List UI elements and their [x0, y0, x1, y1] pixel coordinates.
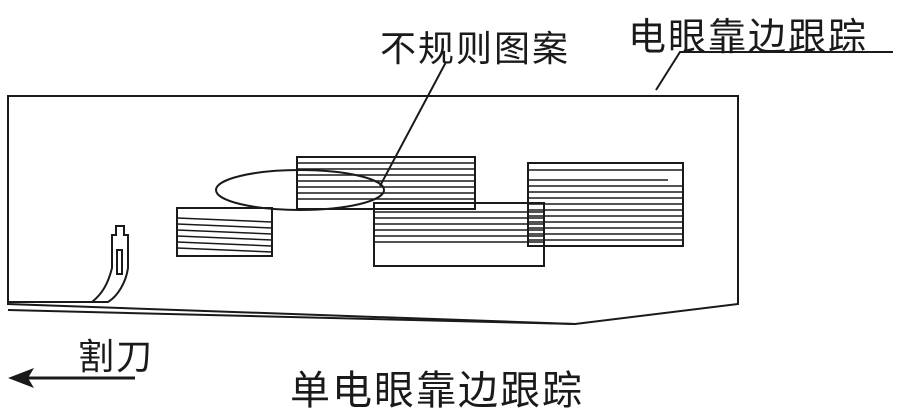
cutter-slot [116, 249, 123, 275]
edge-tracking-label: 电眼靠边跟踪 [628, 15, 869, 59]
sheet-outline [7, 95, 739, 326]
sheet-bottom-edge [7, 309, 576, 325]
irregular-pattern-label: 不规则图案 [380, 29, 571, 70]
cutter-label: 割刀 [78, 337, 155, 378]
pattern-label-leader [379, 61, 447, 187]
edge-label-leader [655, 51, 893, 91]
pattern-block-bottom-lines [374, 211, 544, 243]
pattern-block-left-lines [176, 217, 273, 253]
irregular-pattern-ellipse [215, 169, 385, 211]
pattern-block-right-lines [528, 169, 683, 241]
single-eye-edge-tracking-label: 单电眼靠边跟踪 [290, 368, 584, 414]
pattern-block-top [296, 156, 476, 210]
pattern-block-left [176, 207, 273, 257]
pattern-block-top-lines [297, 162, 475, 200]
cutter-icon [8, 225, 129, 303]
left-arrow-icon [8, 368, 34, 388]
